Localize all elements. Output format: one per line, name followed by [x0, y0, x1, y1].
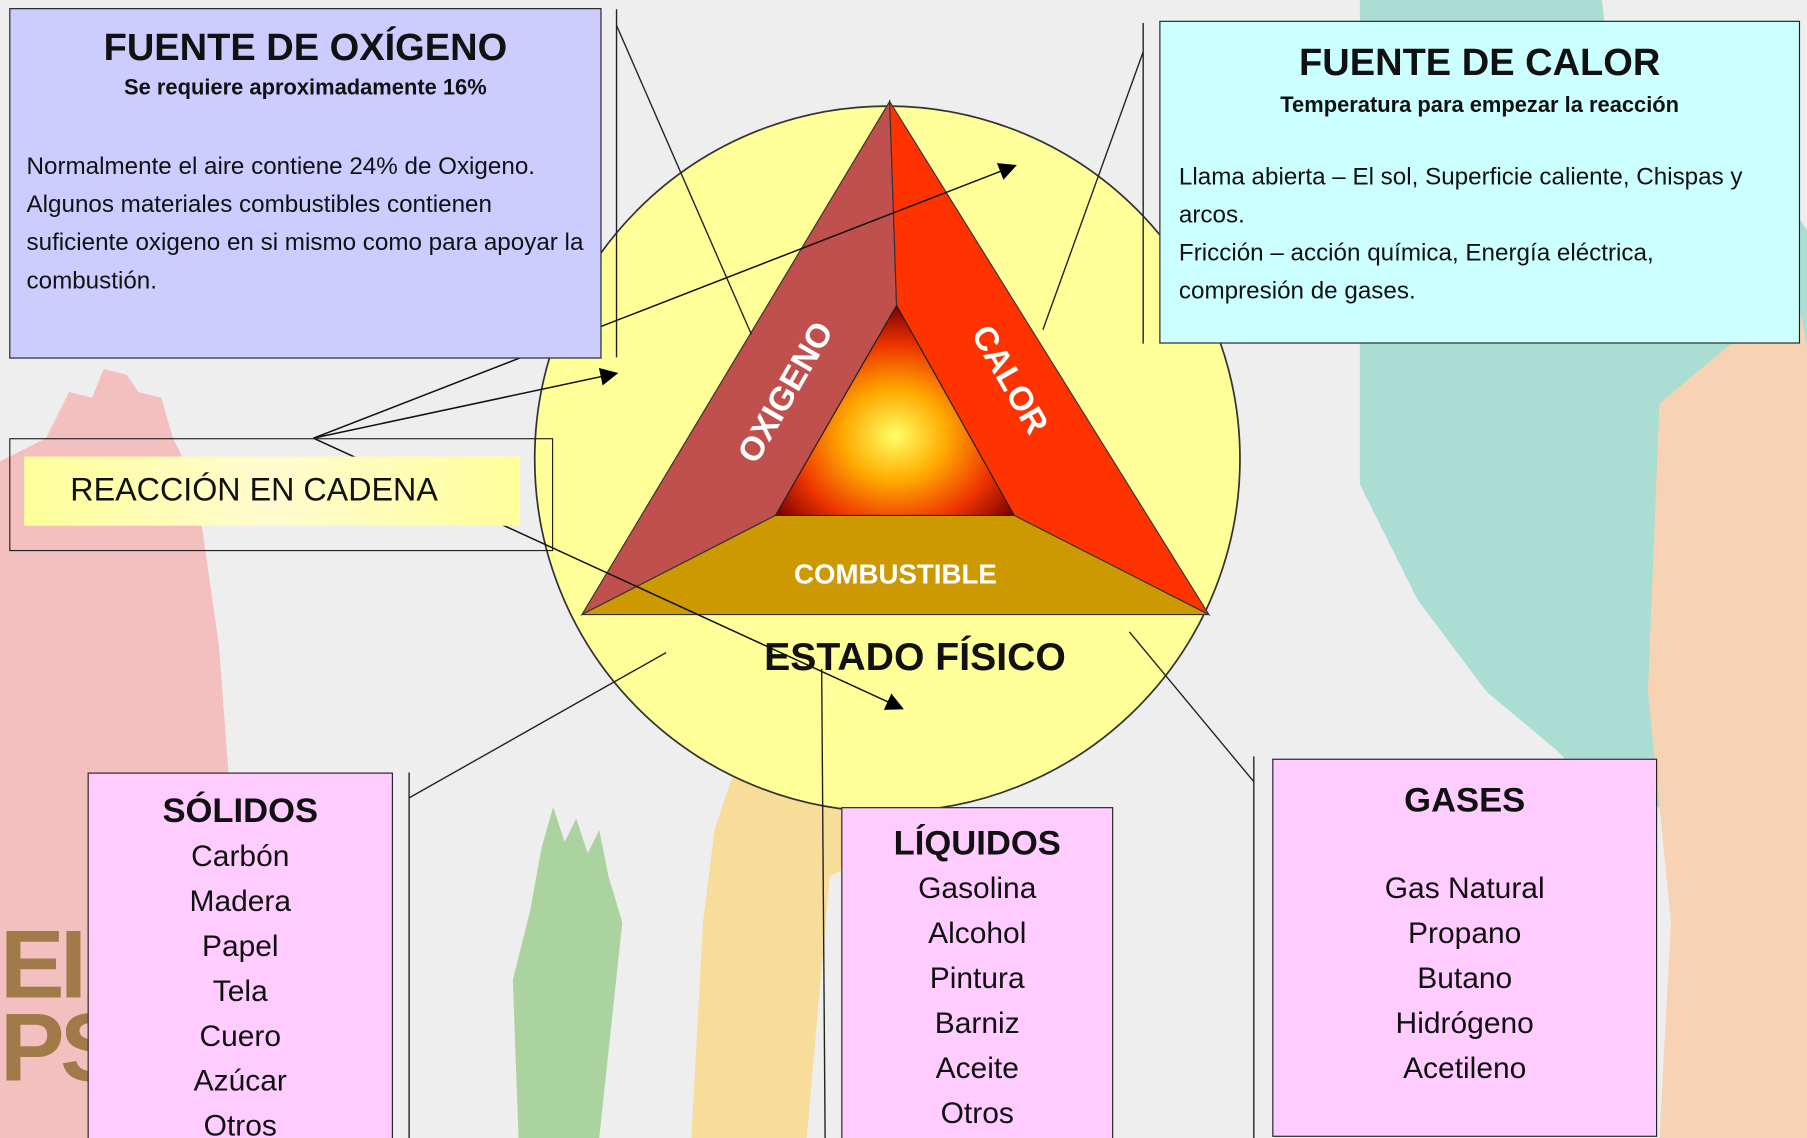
orange-hand-shape [1647, 299, 1807, 1138]
solids-box: SÓLIDOS Carbón Madera Papel Tela Cuero A… [87, 772, 393, 1138]
chain-reaction-highlight [24, 456, 520, 526]
gases-title: GASES [1404, 781, 1526, 820]
list-item: Aceite [935, 1050, 1019, 1085]
list-item: Hidrógeno [1395, 1005, 1534, 1041]
inner-fire-triangle [774, 304, 1016, 516]
heat-source-box: FUENTE DE CALOR Temperatura para empezar… [1159, 20, 1801, 344]
list-item: Azúcar [193, 1063, 287, 1098]
list-item: Pintura [929, 960, 1025, 996]
gases-box: GASES Gas Natural Propano Butano Hidróge… [1272, 758, 1658, 1137]
oxygen-leader [615, 25, 752, 335]
physical-state-label: ESTADO FÍSICO [764, 635, 1066, 679]
heat-source-line-1: Llama abierta – El sol, Superficie calie… [1178, 163, 1743, 229]
fuel-label: COMBUSTIBLE [794, 558, 997, 589]
green-hand-shape [512, 807, 623, 1138]
heat-source-title: FUENTE DE CALOR [1299, 40, 1661, 84]
list-item: Alcohol [928, 915, 1027, 951]
list-item: Otros [203, 1108, 277, 1138]
list-item: Butano [1417, 960, 1513, 996]
liquids-box: LÍQUIDOS Gasolina Alcohol Pintura Barniz… [841, 807, 1114, 1138]
list-item: Propano [1408, 915, 1522, 951]
yellow-hand-shape [691, 755, 876, 1138]
liquids-leader [820, 668, 826, 1138]
heat-leader [1042, 51, 1144, 330]
heat-source-subtitle: Temperatura para empezar la reacción [1280, 93, 1680, 118]
list-item: Tela [212, 973, 268, 1008]
chain-reaction-box: REACCIÓN EN CADENA [9, 438, 554, 552]
chain-arrow-heat [313, 163, 1017, 439]
list-item: Gas Natural [1384, 870, 1545, 906]
chain-arrow-oxygen [313, 367, 619, 439]
liquids-title: LÍQUIDOS [893, 824, 1061, 863]
list-item: Madera [189, 883, 292, 918]
chain-reaction-label: REACCIÓN EN CADENA [70, 471, 438, 508]
gases-list: Gas Natural Propano Butano Hidrógeno Ace… [1273, 866, 1656, 1091]
solids-leader [408, 651, 667, 799]
list-item: Barniz [934, 1005, 1020, 1041]
solids-list: Carbón Madera Papel Tela Cuero Azúcar Ot… [89, 834, 392, 1138]
list-item: Cuero [199, 1018, 282, 1053]
list-item: Gasolina [918, 870, 1037, 906]
liquids-list: Gasolina Alcohol Pintura Barniz Aceite O… [842, 866, 1112, 1136]
list-item: Papel [201, 928, 279, 963]
list-item: Carbón [191, 838, 290, 873]
oxygen-source-box: FUENTE DE OXÍGENO Se requiere aproximada… [9, 8, 602, 359]
oxygen-source-subtitle: Se requiere aproximadamente 16% [124, 76, 487, 101]
solids-title: SÓLIDOS [162, 792, 319, 831]
heat-source-body: Llama abierta – El sol, Superficie calie… [1179, 158, 1781, 310]
list-item: Acetileno [1403, 1050, 1527, 1085]
list-item: Otros [940, 1095, 1014, 1130]
heat-source-line-2: Fricción – acción química, Energía eléct… [1178, 239, 1654, 305]
gases-leader [1128, 631, 1255, 783]
oxygen-source-body: Normalmente el aire contiene 24% de Oxig… [26, 153, 584, 295]
oxygen-source-title: FUENTE DE OXÍGENO [103, 25, 508, 69]
